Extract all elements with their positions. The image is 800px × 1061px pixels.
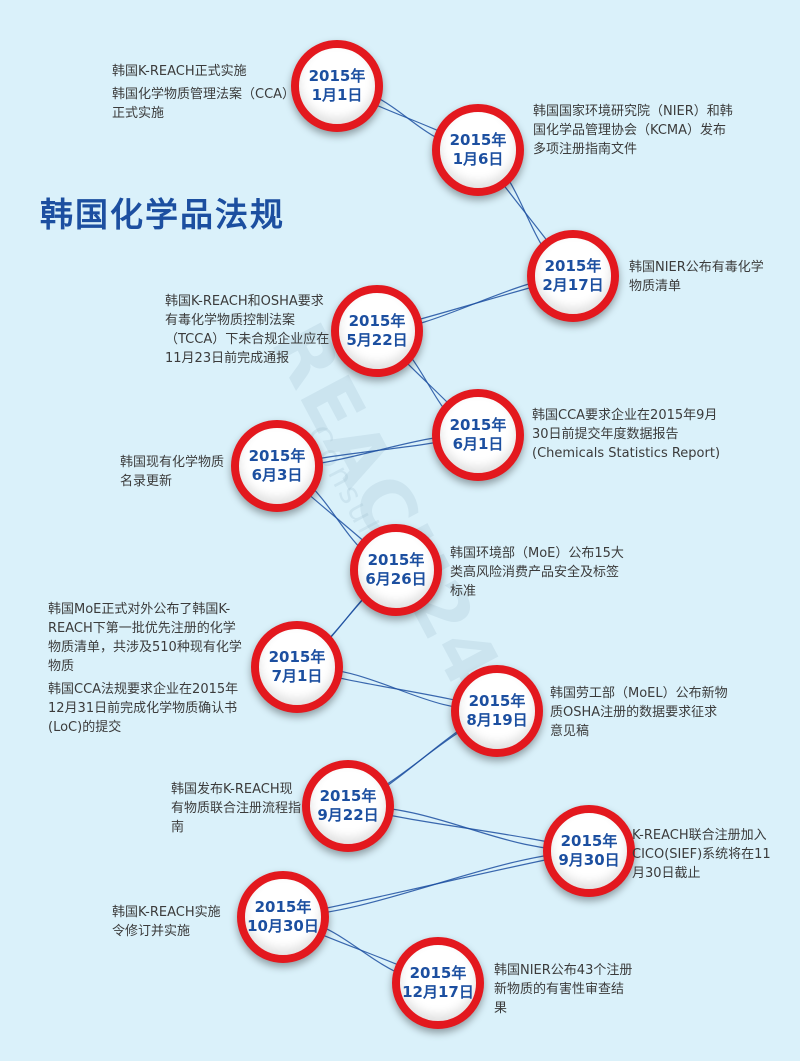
event-text: 韩国NIER公布有毒化学物质清单 [629, 260, 764, 294]
date-year: 2015年 [468, 692, 526, 710]
event-text: K-REACH联合注册加入CICO(SIEF)系统将在11月30日截止 [632, 828, 771, 881]
event-description: 韩国K-REACH和OSHA要求有毒化学物质控制法案（TCCA）下未合规企业应在… [165, 292, 335, 368]
event-description: 韩国MoE正式对外公布了韩国K-REACH下第一批优先注册的化学物质清单，共涉及… [48, 600, 248, 737]
date-day: 9月22日 [317, 806, 379, 824]
event-description: 韩国CCA要求企业在2015年9月30日前提交年度数据报告(Chemicals … [532, 406, 732, 463]
date-day: 9月30日 [558, 851, 620, 869]
event-description: 韩国现有化学物质名录更新 [120, 453, 230, 491]
event-text: 韩国国家环境研究院（NIER）和韩国化学品管理协会（KCMA）发布多项注册指南文… [533, 104, 733, 157]
date-year: 2015年 [449, 416, 507, 434]
date-day: 5月22日 [346, 331, 408, 349]
date-day: 1月1日 [311, 86, 363, 104]
event-description: 韩国NIER公布43个注册新物质的有害性审查结果 [494, 961, 634, 1018]
date-year: 2015年 [449, 131, 507, 149]
event-text: 韩国环境部（MoE）公布15大类高风险消费产品安全及标签标准 [450, 546, 624, 599]
date-year: 2015年 [348, 312, 406, 330]
event-description: 韩国国家环境研究院（NIER）和韩国化学品管理协会（KCMA）发布多项注册指南文… [533, 102, 733, 159]
page-title: 韩国化学品法规 [40, 195, 285, 234]
date-year: 2015年 [560, 832, 618, 850]
date-day: 7月1日 [271, 667, 323, 685]
date-year: 2015年 [367, 551, 425, 569]
date-day: 1月6日 [452, 150, 504, 168]
event-text: 韩国劳工部（MoEL）公布新物质OSHA注册的数据要求征求意见稿 [550, 686, 728, 739]
event-text: 韩国化学物质管理法案（CCA）正式实施 [112, 87, 289, 121]
event-text: 韩国K-REACH和OSHA要求有毒化学物质控制法案（TCCA）下未合规企业应在… [165, 294, 330, 366]
event-description: 韩国环境部（MoE）公布15大类高风险消费产品安全及标签标准 [450, 544, 630, 601]
event-text: 韩国K-REACH实施令修订并实施 [112, 905, 221, 939]
event-text: 韩国K-REACH正式实施 [112, 64, 247, 79]
date-day: 6月1日 [452, 435, 504, 453]
event-description: 韩国K-REACH正式实施韩国化学物质管理法案（CCA）正式实施 [112, 62, 292, 123]
date-year: 2015年 [248, 447, 306, 465]
event-description: 韩国K-REACH实施令修订并实施 [112, 903, 232, 941]
date-year: 2015年 [544, 257, 602, 275]
event-text: 韩国CCA要求企业在2015年9月30日前提交年度数据报告(Chemicals … [532, 408, 721, 461]
date-year: 2015年 [268, 648, 326, 666]
event-description: 韩国发布K-REACH现有物质联合注册流程指南 [171, 780, 301, 837]
event-text: 韩国现有化学物质名录更新 [120, 455, 225, 489]
event-description: 韩国NIER公布有毒化学物质清单 [629, 258, 769, 296]
date-day: 6月26日 [365, 570, 427, 588]
event-text: 韩国CCA法规要求企业在2015年12月31日前完成化学物质确认书(LoC)的提… [48, 682, 239, 735]
date-day: 12月17日 [402, 983, 474, 1001]
event-text: 韩国MoE正式对外公布了韩国K-REACH下第一批优先注册的化学物质清单，共涉及… [48, 602, 242, 674]
date-day: 10月30日 [247, 917, 319, 935]
date-year: 2015年 [409, 964, 467, 982]
event-text: 韩国NIER公布43个注册新物质的有害性审查结果 [494, 963, 633, 1016]
date-year: 2015年 [308, 67, 366, 85]
event-description: 韩国劳工部（MoEL）公布新物质OSHA注册的数据要求征求意见稿 [550, 684, 730, 741]
date-year: 2015年 [319, 787, 377, 805]
event-text: 韩国发布K-REACH现有物质联合注册流程指南 [171, 782, 302, 835]
date-day: 6月3日 [251, 466, 303, 484]
date-day: 2月17日 [542, 276, 604, 294]
date-year: 2015年 [254, 898, 312, 916]
date-day: 8月19日 [466, 711, 528, 729]
event-description: K-REACH联合注册加入CICO(SIEF)系统将在11月30日截止 [632, 826, 782, 883]
